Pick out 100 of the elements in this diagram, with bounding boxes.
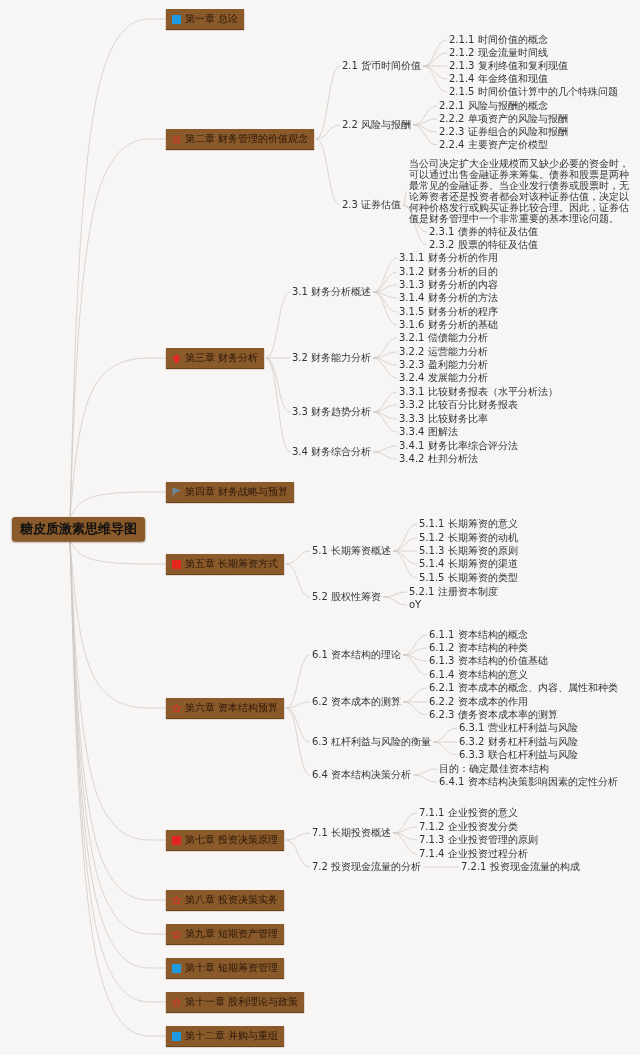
topic-label: 2.1.4 年金终值和现值 <box>449 73 548 85</box>
subtopic-label: 3.3 财务趋势分析 <box>292 406 372 418</box>
connector-line <box>69 491 167 518</box>
chapter-title: 第八章 投资决策实务 <box>185 893 279 907</box>
topic-label: 7.1.4 企业投资过程分析 <box>419 848 528 860</box>
chapter-box <box>166 9 245 29</box>
topic-label: 6.1.1 资本结构的概念 <box>429 629 528 641</box>
topic-label: 3.2.3 盈利能力分析 <box>399 359 488 371</box>
connector-line <box>315 138 341 206</box>
topic-label: oY <box>409 599 422 611</box>
topic-label: 3.2.4 发展能力分析 <box>399 372 488 384</box>
subtopic-label: 3.4 财务综合分析 <box>292 446 372 458</box>
topic-label: 3.1.1 财务分析的作用 <box>399 252 498 264</box>
topic-label: 2.1.5 时间价值计算中的几个特殊问题 <box>449 86 618 98</box>
topic-label: 2.2.3 证券组合的风险和报酬 <box>439 126 568 138</box>
connector-line <box>285 832 311 841</box>
topic-label: 2.1.2 现金流量时间线 <box>449 47 548 59</box>
connector-line <box>285 707 311 776</box>
topic-label: 3.4.2 杜邦分析法 <box>399 453 478 465</box>
connector-line <box>285 563 311 598</box>
topic-label: 7.2.1 投资现金流量的构成 <box>461 861 580 873</box>
topic-label: 5.1.2 长期筹资的动机 <box>419 532 518 544</box>
topic-label: 6.2.2 资本成本的作用 <box>429 696 528 708</box>
chapter-box <box>166 698 285 718</box>
subtopic-label: 6.3 杠杆利益与风险的衡量 <box>312 736 432 748</box>
topic-label: 3.1.5 财务分析的程序 <box>399 306 498 318</box>
connector-line <box>402 204 428 246</box>
subtopic-label: 7.2 投资现金流量的分析 <box>312 861 422 873</box>
chapter-box <box>166 1026 285 1046</box>
connector-line <box>382 591 408 598</box>
topic-label: 2.3.2 股票的特征及估值 <box>429 239 538 251</box>
connector-line <box>285 839 311 868</box>
topic-label: 3.3.4 图解法 <box>399 426 458 438</box>
chapter-box <box>166 992 305 1012</box>
connector-line <box>315 124 341 140</box>
topic-label: 7.1.1 企业投资的意义 <box>419 807 518 819</box>
chapter-title: 第九章 短期资产管理 <box>185 927 279 941</box>
subtopic-label: 3.1 财务分析概述 <box>292 286 372 298</box>
topic-label: 3.1.2 财务分析的目的 <box>399 266 498 278</box>
connector-line <box>372 291 398 326</box>
connector-line <box>372 411 398 433</box>
connector-line <box>412 774 438 783</box>
subtopic-label: 6.1 资本结构的理论 <box>312 649 402 661</box>
topic-label: 7.1.2 企业投资发分类 <box>419 821 518 833</box>
topic-label: 5.1.5 长期筹资的类型 <box>419 572 518 584</box>
connector-line <box>69 540 167 565</box>
connector-line <box>402 654 428 676</box>
subtopic-label: 3.2 财务能力分析 <box>292 352 372 364</box>
topic-label: 5.1.4 长期筹资的渠道 <box>419 558 518 570</box>
chapter-box <box>166 958 285 978</box>
subtopic-label: 2.1 货币时间价值 <box>342 60 422 72</box>
connector-line <box>372 451 398 460</box>
connector-line <box>69 357 167 518</box>
chapter-title: 第四章 财务战略与预算 <box>185 485 289 499</box>
topic-label: 6.1.4 资本结构的意义 <box>429 669 528 681</box>
topic-label: 6.1.3 资本结构的价值基础 <box>429 655 548 667</box>
topic-label: 5.2.1 注册资本制度 <box>409 586 498 598</box>
connector-line <box>372 357 398 379</box>
topic-label: 3.2.1 偿债能力分析 <box>399 332 488 344</box>
topic-label: 6.1.2 资本结构的种类 <box>429 642 528 654</box>
topic-label: 3.3.2 比较百分比财务报表 <box>399 399 518 411</box>
topic-label: 3.3.1 比较财务报表（水平分析法） <box>399 386 558 398</box>
topic-label: 6.3.1 营业杠杆利益与风险 <box>459 722 578 734</box>
topic-label: 7.1.3 企业投资管理的原则 <box>419 834 538 846</box>
connector-line <box>265 291 291 359</box>
topic-label: 2.2.1 风险与报酬的概念 <box>439 100 548 112</box>
topic-label: 2.1.1 时间价值的概念 <box>449 34 548 46</box>
subtopic-label: 5.2 股权性筹资 <box>312 591 382 603</box>
connector-line <box>285 701 311 709</box>
subtopic-label: 2.3 证券估值 <box>342 199 402 211</box>
topic-label: 3.1.3 财务分析的内容 <box>399 279 498 291</box>
connector-line <box>382 596 408 606</box>
topic-label: 2.2.4 主要资产定价模型 <box>439 139 548 151</box>
connector-line <box>372 445 398 453</box>
connector-line <box>402 190 408 206</box>
topic-label: 3.4.1 财务比率综合评分法 <box>399 440 518 452</box>
chapter-box <box>166 482 295 502</box>
chapter-title: 第十章 短期筹资管理 <box>185 961 279 975</box>
chapter-title: 第六章 资本结构预算 <box>185 701 279 715</box>
chapter-box <box>166 924 285 944</box>
chapter-title: 第五章 长期筹资方式 <box>185 557 279 571</box>
chapter-title: 第七章 投资决策原理 <box>185 833 279 847</box>
connector-line <box>392 832 418 855</box>
topic-label: 3.2.2 运营能力分析 <box>399 346 488 358</box>
connector-line <box>432 741 458 756</box>
topic-label: 5.1.1 长期筹资的意义 <box>419 518 518 530</box>
topic-label: 6.3.2 财务杠杆利益与风险 <box>459 736 578 748</box>
connector-line <box>412 768 438 776</box>
topic-label: 2.2.2 单项资产的风险与报酬 <box>439 113 568 125</box>
connector-line <box>412 124 438 146</box>
connector-line <box>265 357 291 413</box>
connector-line <box>265 357 291 453</box>
topic-label: 6.2.3 债务资本成本率的测算 <box>429 709 558 721</box>
chapter-title: 第三章 财务分析 <box>185 351 259 365</box>
topic-label: 6.3.3 联合杠杆利益与风险 <box>459 749 578 761</box>
topic-label: 6.2.1 资本成本的概念、内容、属性和种类 <box>429 682 618 694</box>
description-text: 当公司决定扩大企业规模而又缺少必要的资金时，可以通过出售金融证券来筹集。债券和股票是两种最常见的金融证券。当企业发行债券或股票时，无论筹资者还是投资者都会对该种证券估值，决定以何种价格发行或购买证券比较合理。因此，证券估值是财务管理中一个非常重要的基本理论问题。 <box>409 158 631 224</box>
subtopic-label: 5.1 长期筹资概述 <box>312 545 392 557</box>
chapter-box <box>166 348 265 368</box>
chapter-box <box>166 830 285 850</box>
